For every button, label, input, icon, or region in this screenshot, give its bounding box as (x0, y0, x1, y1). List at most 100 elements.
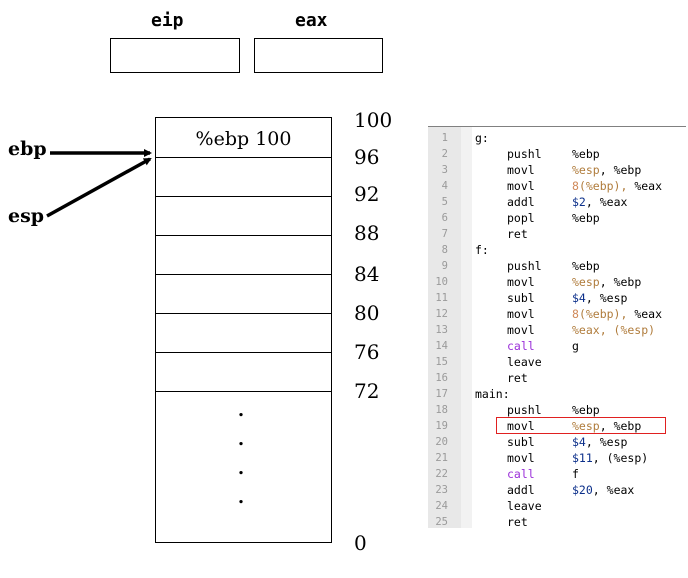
line-number: 11 (435, 292, 448, 304)
line-number: 10 (435, 276, 448, 288)
operand-token: 8 (572, 179, 579, 193)
esp-pointer-label: esp (8, 205, 45, 227)
code-label: main: (475, 387, 510, 401)
instruction-operands: $2, %eax (572, 194, 627, 210)
address-label: 80 (354, 301, 380, 325)
eax-label: eax (295, 10, 328, 31)
operand-token: (%ebp), (578, 179, 635, 193)
instruction-mnemonic: movl (507, 163, 535, 177)
instruction-operands: 8(%ebp), %eax (572, 306, 662, 322)
operand-token: g (572, 339, 579, 353)
operand-token: , (599, 275, 614, 289)
ellipsis-dot: . (237, 400, 245, 421)
operand-token: $4 (572, 435, 586, 449)
instruction-mnemonic: movl (507, 275, 535, 289)
instruction-operands: %ebp (572, 402, 600, 418)
instruction-mnemonic: addl (507, 483, 535, 497)
stack-cell: %ebp 100 (156, 118, 331, 158)
instruction-operands: %ebp (572, 210, 600, 226)
operand-token: %ebp (572, 259, 600, 273)
instruction-mnemonic: subl (507, 291, 535, 305)
stack-cell (156, 197, 331, 236)
operand-token: %eax, (%esp) (572, 323, 656, 337)
line-number: 13 (435, 324, 448, 336)
ebp-pointer-label: ebp (8, 138, 47, 160)
instruction-mnemonic: call (507, 339, 535, 353)
instruction-mnemonic: ret (507, 227, 528, 241)
operand-token: %ebp (613, 163, 642, 177)
operand-token: , (585, 435, 600, 449)
operand-token: %eax (599, 195, 628, 209)
line-number: 3 (441, 164, 448, 176)
instruction-mnemonic: subl (507, 435, 535, 449)
line-number: 15 (435, 356, 448, 368)
operand-token: 8 (572, 307, 579, 321)
operand-token: %ebp (613, 419, 642, 433)
instruction-operands: g (572, 338, 579, 354)
operand-token: , (585, 195, 600, 209)
line-number: 22 (435, 468, 448, 480)
eip-box (110, 38, 240, 73)
instruction-mnemonic: ret (507, 371, 528, 385)
instruction-mnemonic: pushl (507, 259, 542, 273)
instruction-operands: 8(%ebp), %eax (572, 178, 662, 194)
operand-token: , (%esp) (592, 451, 649, 465)
instruction-mnemonic: popl (507, 211, 535, 225)
instruction-operands: %esp, %ebp (572, 274, 641, 290)
line-number: 5 (441, 196, 448, 208)
address-label: 96 (354, 145, 380, 169)
operand-token: $4 (572, 291, 586, 305)
operand-token: f (572, 467, 579, 481)
line-number: 20 (435, 436, 448, 448)
gutter-margin (461, 127, 472, 528)
operand-token: %esp (572, 275, 600, 289)
address-label: 84 (354, 262, 380, 286)
instruction-mnemonic: pushl (507, 403, 542, 417)
address-label: 88 (354, 221, 380, 245)
line-number: 16 (435, 372, 448, 384)
instruction-operands: $11, (%esp) (572, 450, 648, 466)
ellipsis-dot: . (237, 487, 245, 508)
line-number: 19 (435, 420, 448, 432)
code-label: g: (475, 131, 489, 145)
operand-token: $20 (572, 483, 593, 497)
instruction-mnemonic: addl (507, 195, 535, 209)
instruction-operands: $4, %esp (572, 290, 627, 306)
operand-token: %ebp (572, 211, 600, 225)
line-number: 2 (441, 148, 448, 160)
code-label: f: (475, 243, 489, 257)
line-number: 12 (435, 308, 448, 320)
instruction-operands: %ebp (572, 258, 600, 274)
code-line: 15 leave (428, 354, 686, 370)
instruction-operands: %eax, (%esp) (572, 322, 655, 338)
operand-token: %eax (606, 483, 635, 497)
instruction-mnemonic: call (507, 467, 535, 481)
instruction-mnemonic: movl (507, 307, 535, 321)
line-number: 18 (435, 404, 448, 416)
code-line: 10 movl %esp, %ebp (428, 274, 686, 290)
instruction-mnemonic: movl (507, 451, 535, 465)
line-number: 1 (441, 132, 448, 144)
code-line: 5 addl $2, %eax (428, 194, 686, 210)
operand-token: , (592, 483, 607, 497)
code-line: 1 g: (428, 130, 686, 146)
code-line: 18 pushl %ebp (428, 402, 686, 418)
code-line: 22 call f (428, 466, 686, 482)
highlighted-instruction-box (496, 417, 666, 434)
eip-label: eip (151, 10, 184, 31)
instruction-operands: f (572, 466, 579, 482)
instruction-mnemonic: leave (507, 355, 542, 369)
instruction-operands: %esp, %ebp (572, 162, 641, 178)
line-number: 24 (435, 500, 448, 512)
